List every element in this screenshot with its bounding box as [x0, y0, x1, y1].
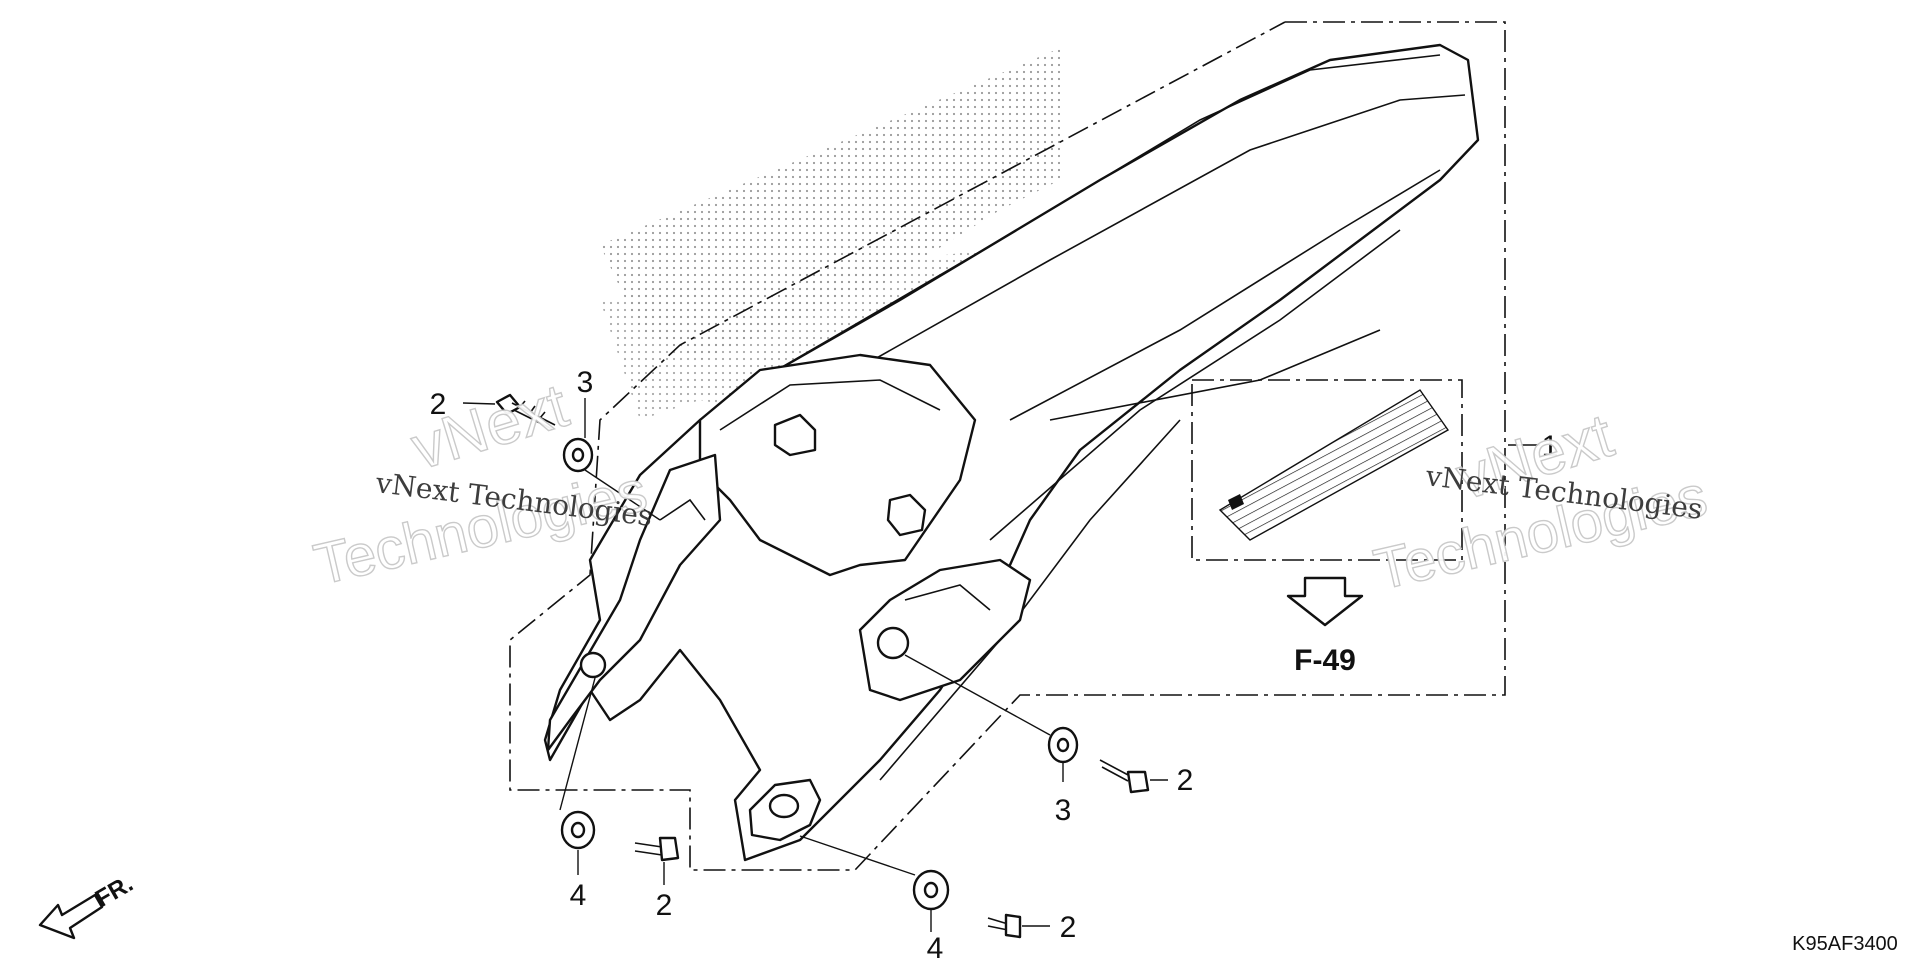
bolt-2-bottom-left	[634, 836, 680, 862]
callout-2-top-left: 2	[430, 388, 447, 421]
callout-2-bottom-center: 2	[1060, 911, 1077, 944]
callout-labels: 2 3 1 3 2 4 2 4 2	[430, 366, 1559, 960]
washer-4-bottom-left	[560, 810, 596, 850]
reference-label: F-49	[1294, 644, 1356, 677]
washer-4-bottom-center	[912, 869, 950, 911]
leader-lines	[462, 398, 1540, 932]
callout-3-top-left: 3	[577, 366, 594, 399]
callout-4-bottom-center: 4	[927, 932, 944, 960]
assembly-outline	[509, 21, 1506, 871]
washer-3-right	[1047, 726, 1079, 764]
callout-3-right: 3	[1055, 794, 1072, 827]
bolt-2-bottom-center	[987, 913, 1022, 939]
reference-arrow	[1286, 576, 1364, 627]
washer-3-top-left	[562, 437, 594, 473]
bolt-2-top-left	[495, 393, 556, 430]
caution-label	[1191, 379, 1463, 561]
rear-fender	[543, 43, 1480, 862]
callout-1: 1	[1542, 430, 1559, 463]
front-direction-indicator: FR.	[38, 870, 138, 940]
callout-4-bottom-left: 4	[570, 879, 587, 912]
diagram-code: K95AF3400	[1792, 933, 1898, 955]
callout-2-bottom-left: 2	[656, 889, 673, 922]
callout-2-right: 2	[1177, 764, 1194, 797]
bolt-2-right	[1099, 759, 1150, 794]
